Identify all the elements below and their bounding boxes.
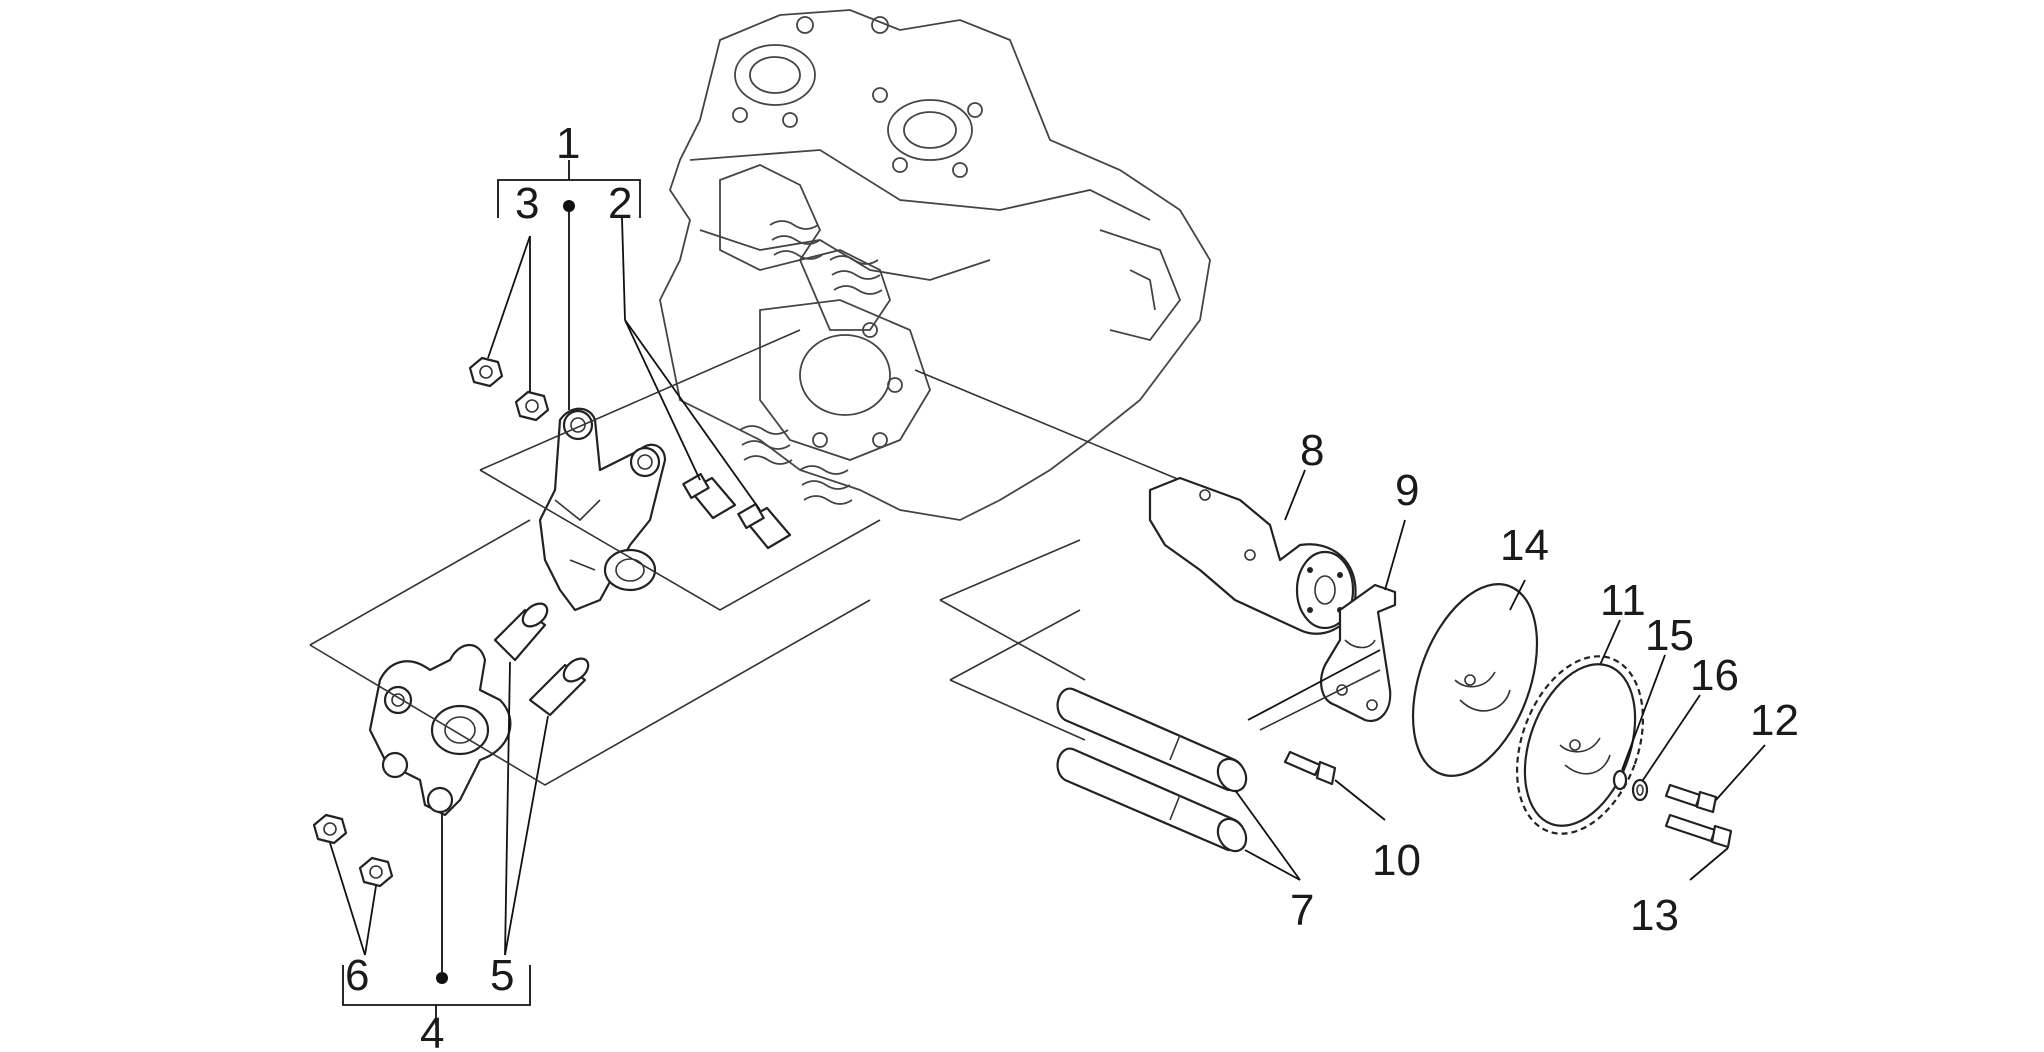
camshaft [1148, 476, 1357, 635]
nut-3a [468, 356, 504, 388]
callout-1: 1 [556, 119, 580, 168]
rocker-arm-upper [538, 407, 667, 612]
callout-14: 14 [1500, 521, 1549, 570]
bolt-13 [1664, 813, 1733, 849]
pin-5b [528, 657, 590, 717]
callout-4: 4 [420, 1009, 444, 1052]
callout-6: 6 [345, 951, 369, 1000]
callout-5: 5 [490, 951, 514, 1000]
assembly-guide-lines [309, 329, 1381, 786]
group-bracket-1 [497, 160, 641, 410]
callout-16: 16 [1690, 651, 1739, 700]
nut-6a [312, 813, 348, 845]
bolt-10 [1283, 750, 1337, 786]
washer-16 [1631, 778, 1649, 802]
callout-12: 12 [1750, 696, 1799, 745]
bolt-12 [1664, 783, 1718, 814]
washer-15 [1612, 769, 1628, 791]
group-bracket-4 [342, 810, 531, 1025]
callout-11: 11 [1600, 576, 1646, 625]
bracket-plate [1320, 583, 1397, 723]
disc-plate [1411, 583, 1539, 777]
callout-15: 15 [1645, 611, 1694, 660]
cylinder-head [659, 9, 1211, 521]
group-dot [563, 200, 575, 212]
rocker-arm-lower [368, 643, 512, 817]
callout-9: 9 [1395, 466, 1419, 515]
pin-5a [493, 602, 549, 662]
rocker-shaft-7b [1056, 747, 1248, 853]
adjusting-screw-2a [682, 472, 737, 520]
callout-3: 3 [515, 179, 539, 228]
callout-10: 10 [1372, 836, 1421, 885]
nut-6b [358, 856, 394, 888]
rocker-shaft-7a [1056, 687, 1248, 793]
group-dot [436, 972, 448, 984]
adjusting-screw-2b [737, 502, 792, 550]
nut-3b [514, 390, 550, 422]
callout-2: 2 [608, 179, 632, 228]
callout-8: 8 [1300, 426, 1324, 475]
callout-7: 7 [1290, 886, 1314, 935]
cam-sprocket [1515, 655, 1645, 835]
callout-13: 13 [1630, 891, 1679, 940]
